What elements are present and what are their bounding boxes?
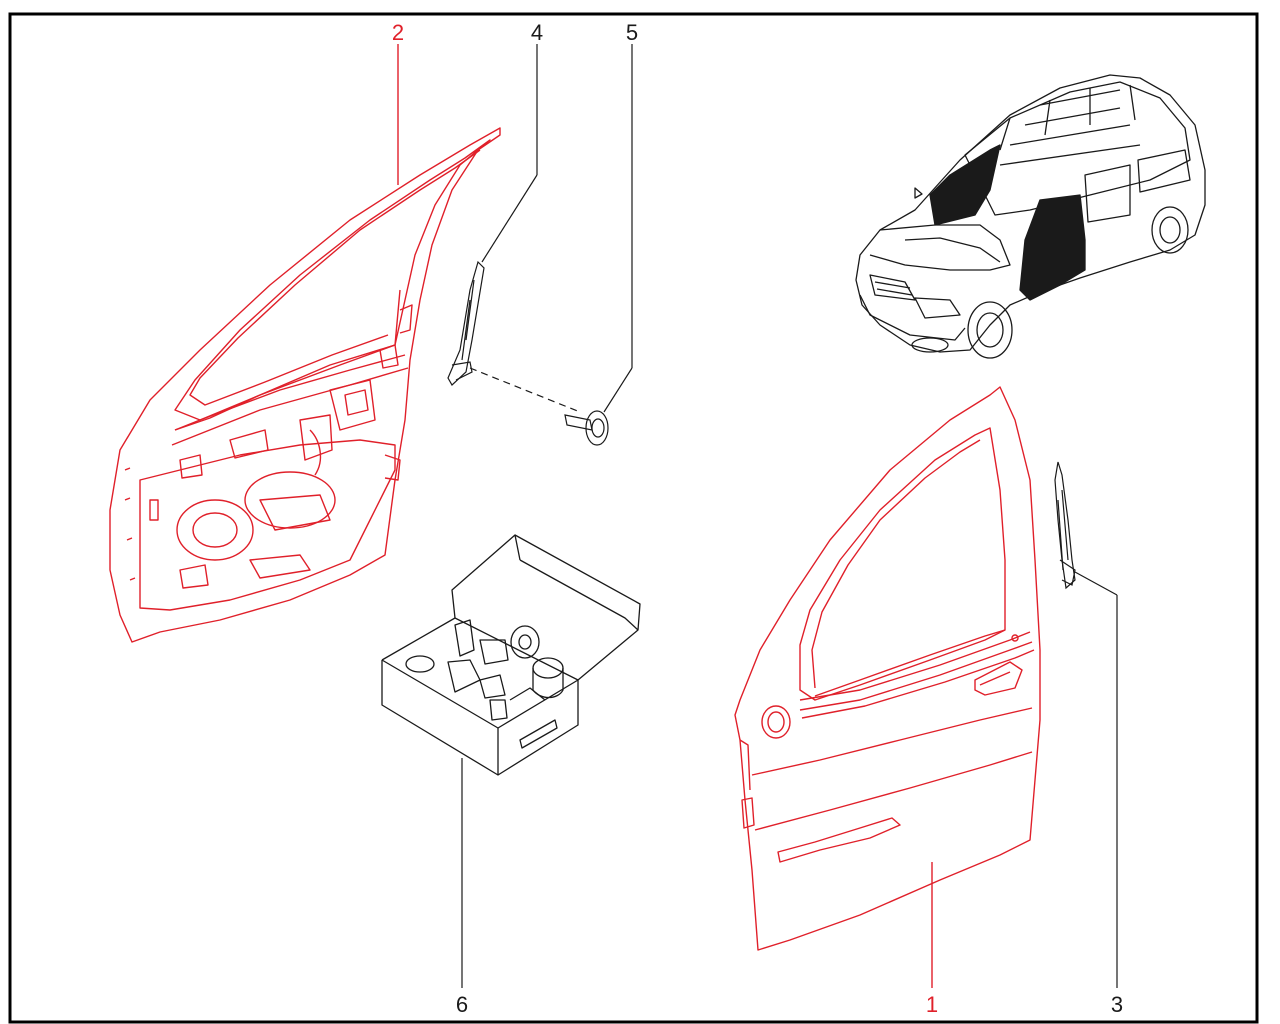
callout-label-5[interactable]: 5 <box>626 20 638 45</box>
vehicle-location-drawing <box>855 74 1206 359</box>
fitting-kit-drawing[interactable] <box>381 534 641 776</box>
door-inner-panel-drawing[interactable] <box>109 127 501 643</box>
callout-leader-3 <box>1074 571 1118 596</box>
screw-drawing[interactable] <box>564 410 609 446</box>
callout-label-2[interactable]: 2 <box>392 20 404 45</box>
rear-guide-drawing[interactable] <box>1054 461 1076 590</box>
diagram-frame <box>8 12 1259 1024</box>
callout-label-1[interactable]: 1 <box>926 992 938 1017</box>
callout-leader-4 <box>481 174 538 263</box>
callout-leader-5 <box>603 367 633 413</box>
door-outer-panel-drawing[interactable] <box>734 386 1041 951</box>
front-guide-drawing[interactable] <box>447 260 581 413</box>
callout-label-3[interactable]: 3 <box>1111 992 1123 1017</box>
callout-label-4[interactable]: 4 <box>531 20 543 45</box>
callout-label-6[interactable]: 6 <box>456 992 468 1017</box>
